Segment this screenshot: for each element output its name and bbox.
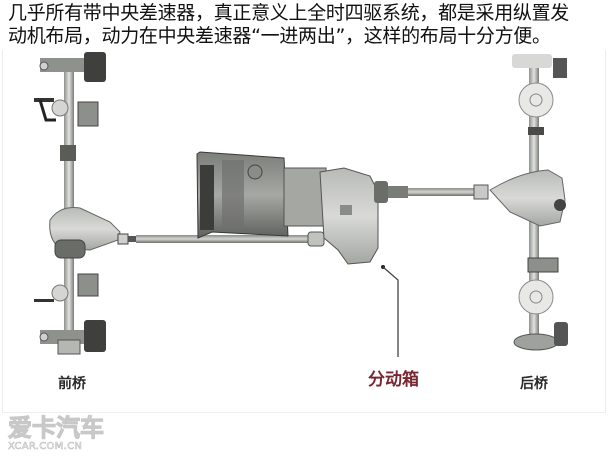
caption: 几乎所有带中央差速器，真正意义上全时四驱系统，都是采用纵置发 动机布局，动力在中…	[8, 2, 608, 48]
transfer-case-leader-line	[381, 265, 399, 357]
front-axle-label: 前桥	[58, 376, 86, 392]
front-axle	[34, 52, 121, 355]
watermark-logo: 爱卡汽车 XCAR.COM.CN	[8, 415, 108, 453]
diagram-frame	[2, 50, 606, 413]
watermark-brand-cn: 爱卡汽车	[8, 414, 105, 442]
transfer-case	[319, 167, 388, 265]
transfer-case-label: 分动箱	[368, 370, 419, 390]
transmission	[196, 151, 327, 239]
front-driveshaft	[117, 231, 325, 247]
watermark-brand-en: XCAR.COM.CN	[8, 441, 83, 453]
caption-line-1: 几乎所有带中央差速器，真正意义上全时四驱系统，都是采用纵置发	[8, 2, 570, 24]
rear-axle-label: 后桥	[520, 376, 548, 392]
rear-driveshaft	[388, 184, 489, 200]
caption-line-2: 动机布局，动力在中央差速器“一进两出”，这样的布局十分方便。	[8, 25, 551, 47]
rear-axle	[489, 54, 568, 351]
